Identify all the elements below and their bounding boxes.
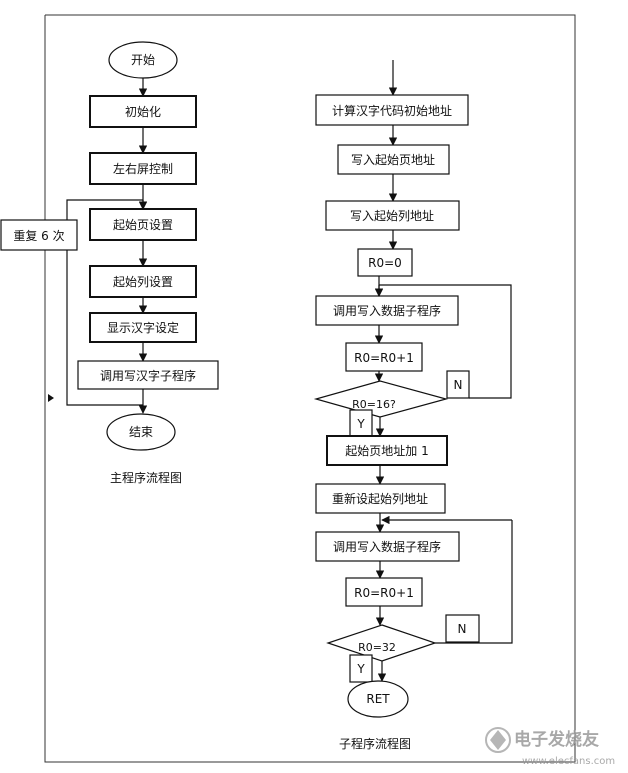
init-label: 初始化 <box>125 105 161 119</box>
watermark: 电子发烧友 www.elecfans.com <box>485 727 615 767</box>
main-caption: 主程序流程图 <box>110 470 182 485</box>
cond-32-label: R0=32 <box>358 641 396 654</box>
calc-addr-label: 计算汉字代码初始地址 <box>332 103 452 118</box>
call-write-data-2-label: 调用写入数据子程序 <box>333 539 441 554</box>
write-page-box <box>337 144 450 175</box>
call-write-data-2-box <box>315 531 460 562</box>
watermark-text-cn: 电子发烧友 <box>514 729 599 750</box>
show-hanzi-label: 显示汉字设定 <box>107 320 179 335</box>
write-col-label: 写入起始列地址 <box>350 209 434 223</box>
r0-inc-2-label: R0=R0+1 <box>354 586 414 600</box>
start-label: 开始 <box>131 53 155 67</box>
write-page-label: 写入起始页地址 <box>351 153 435 167</box>
cond-16-label: R0=16? <box>352 398 396 411</box>
repeat-label: 重复 6 次 <box>13 229 64 243</box>
outer-frame <box>44 14 576 763</box>
sub-caption: 子程序流程图 <box>339 736 411 751</box>
call-write-data-1-box <box>315 295 459 326</box>
init-box <box>89 95 197 128</box>
y-2-label: Y <box>356 662 365 676</box>
call-write-data-1-label: 调用写入数据子程序 <box>333 303 441 318</box>
r0-zero-label: R0=0 <box>368 256 402 270</box>
ret-label: RET <box>366 692 390 706</box>
end-label: 结束 <box>129 425 153 439</box>
main-flowchart: 开始 初始化 左右屏控制 起始页设置 起始列设置 显示汉字设定 调用写汉字子程序… <box>0 41 219 485</box>
n-1-box <box>446 370 470 399</box>
sub-flowchart: 计算汉字代码初始地址 写入起始页地址 写入起始列地址 R0=0 调用写入数据子程… <box>313 60 513 751</box>
repeat-loop-line <box>66 199 143 406</box>
loop-2-line <box>435 520 513 644</box>
call-write-hanzi-label: 调用写汉字子程序 <box>100 368 196 383</box>
ret-terminal <box>347 680 409 718</box>
page-set-label: 起始页设置 <box>113 218 173 232</box>
watermark-text-url: www.elecfans.com <box>522 756 615 767</box>
reset-col-label: 重新设起始列地址 <box>332 491 428 506</box>
r0-inc-1-box <box>345 342 423 372</box>
y-1-label: Y <box>356 417 365 431</box>
r0-inc-2-box <box>345 577 423 607</box>
lr-screen-box <box>89 152 197 185</box>
page-inc-label: 起始页地址加 1 <box>345 444 428 458</box>
lr-screen-label: 左右屏控制 <box>113 161 173 176</box>
calc-addr-box <box>315 94 469 126</box>
col-set-box <box>89 265 197 298</box>
page-set-box <box>89 208 197 241</box>
n-2-box <box>445 614 480 643</box>
watermark-logo-icon <box>485 727 511 753</box>
loop-1-line <box>379 284 512 399</box>
write-col-box <box>325 200 460 231</box>
edge-marker <box>48 394 54 402</box>
repeat-label-box <box>0 219 78 251</box>
n-1-label: N <box>454 378 463 392</box>
r0-zero-box <box>357 248 413 277</box>
n-2-label: N <box>458 622 467 636</box>
y-2-box <box>349 654 373 683</box>
page-inc-box <box>326 435 448 466</box>
call-write-hanzi-box <box>77 360 219 390</box>
col-set-label: 起始列设置 <box>113 275 173 289</box>
r0-inc-1-label: R0=R0+1 <box>354 351 414 365</box>
end-terminal <box>106 413 176 451</box>
reset-col-box <box>315 483 446 514</box>
